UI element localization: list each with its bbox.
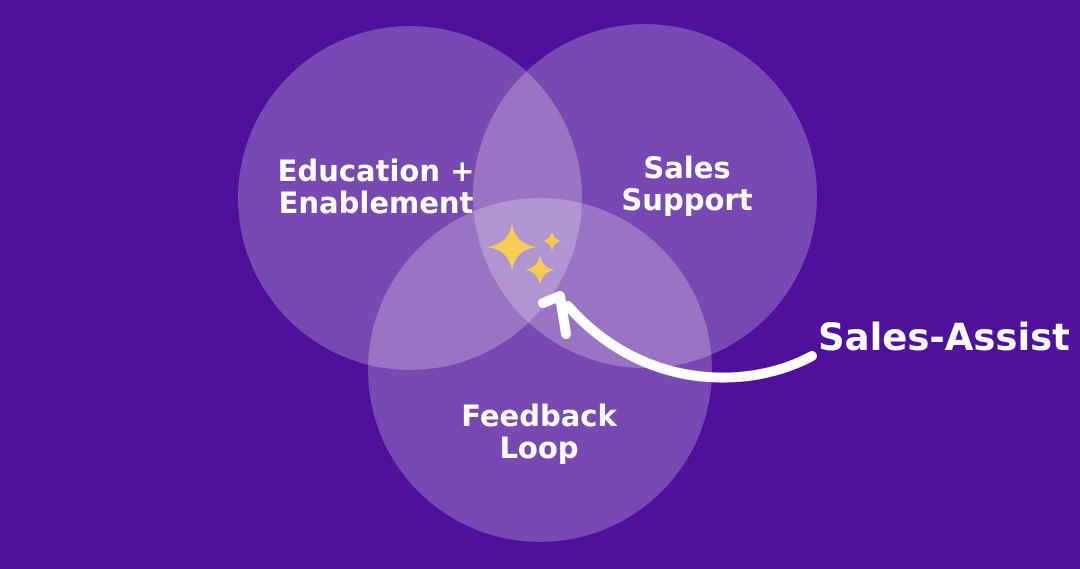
sparkle-medium: [526, 255, 554, 285]
arrow-shaft: [563, 301, 817, 383]
circle-feedback: [368, 198, 712, 542]
circle-label-feedback: Feedback Loop: [461, 399, 617, 465]
callout-label-sales-assist: Sales-Assist: [818, 316, 1070, 359]
arrow-head: [538, 291, 571, 339]
circle-sales-support: [473, 24, 817, 368]
sparkles-icon: [487, 223, 561, 285]
circle-label-education: Education + Enablement: [277, 154, 475, 220]
sparkle-small-top: [543, 231, 561, 251]
circle-label-sales-support: Sales Support: [621, 151, 753, 217]
curved-arrow-icon: [538, 291, 817, 383]
circle-education: [238, 26, 582, 370]
sparkle-large: [487, 223, 537, 271]
